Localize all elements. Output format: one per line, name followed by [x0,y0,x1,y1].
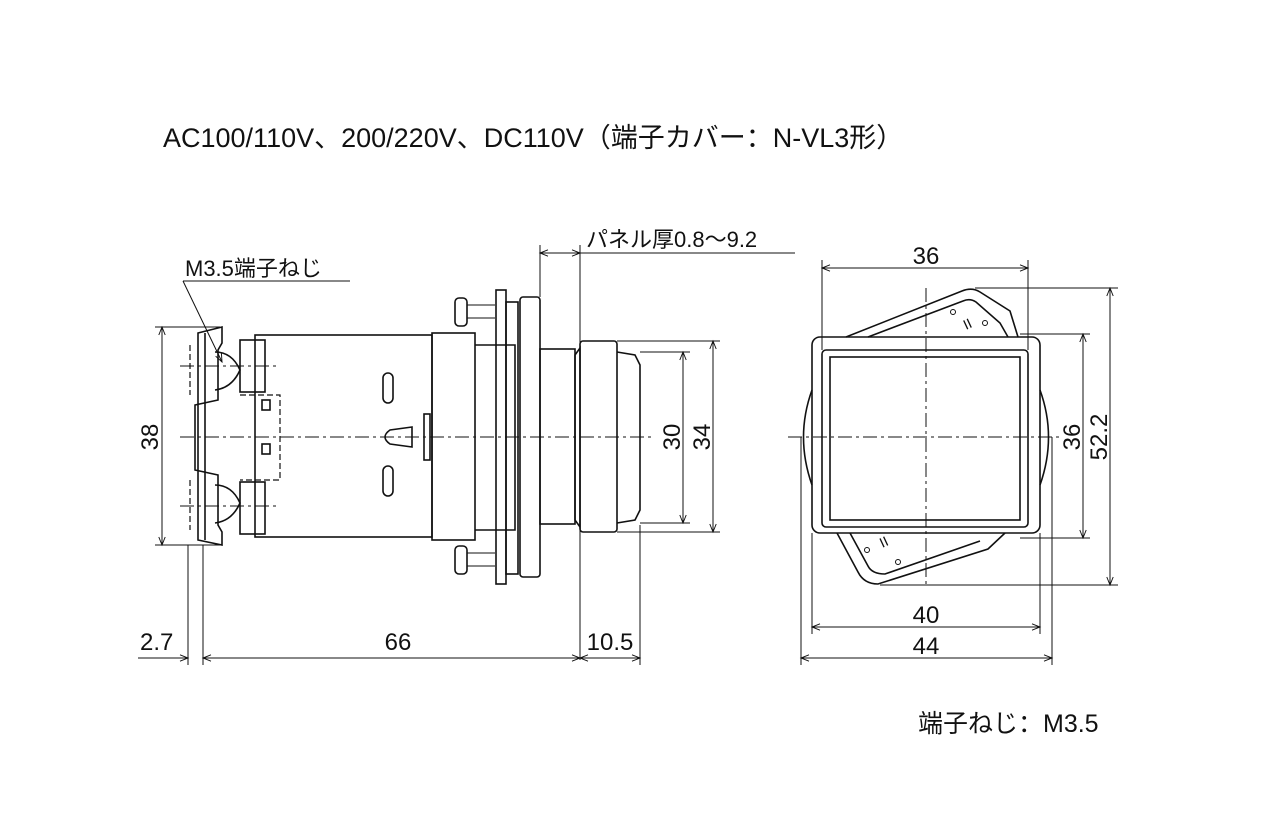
dim-right-36: 36 [1059,424,1086,451]
panel-thickness-label: パネル厚0.8〜9.2 [586,227,757,252]
dim-30: 30 [659,424,686,451]
terminal-screw-note: 端子ねじ：M3.5 [918,710,1099,738]
terminal-mark-bottom: II [877,533,891,551]
dim-top-36: 36 [913,243,940,270]
dim-10-5: 10.5 [587,629,634,656]
dim-38: 38 [137,424,164,451]
lens [829,356,1021,521]
terminal-cover-top: II [845,288,1019,338]
dim-34: 34 [689,424,716,451]
dim-2-7: 2.7 [140,629,173,656]
terminal-mark-top: II [961,315,975,333]
front-view: II II 36 36 52.2 40 44 [788,243,1118,665]
dim-44: 44 [913,633,940,660]
terminal-cover-bottom: II [836,532,1006,585]
dim-66: 66 [385,629,412,656]
terminal-screw-label: M3.5端子ねじ [185,256,322,281]
dim-52-2: 52.2 [1086,414,1113,461]
dim-40: 40 [913,602,940,629]
terminal-screw-bottom-icon [214,481,266,535]
side-view: M3.5端子ねじ パネル厚0.8〜9.2 38 2.7 66 10.5 30 3… [137,227,795,665]
drawing-title: AC100/110V、200/220V、DC110V（端子カバー：N-VL3形） [163,123,903,153]
